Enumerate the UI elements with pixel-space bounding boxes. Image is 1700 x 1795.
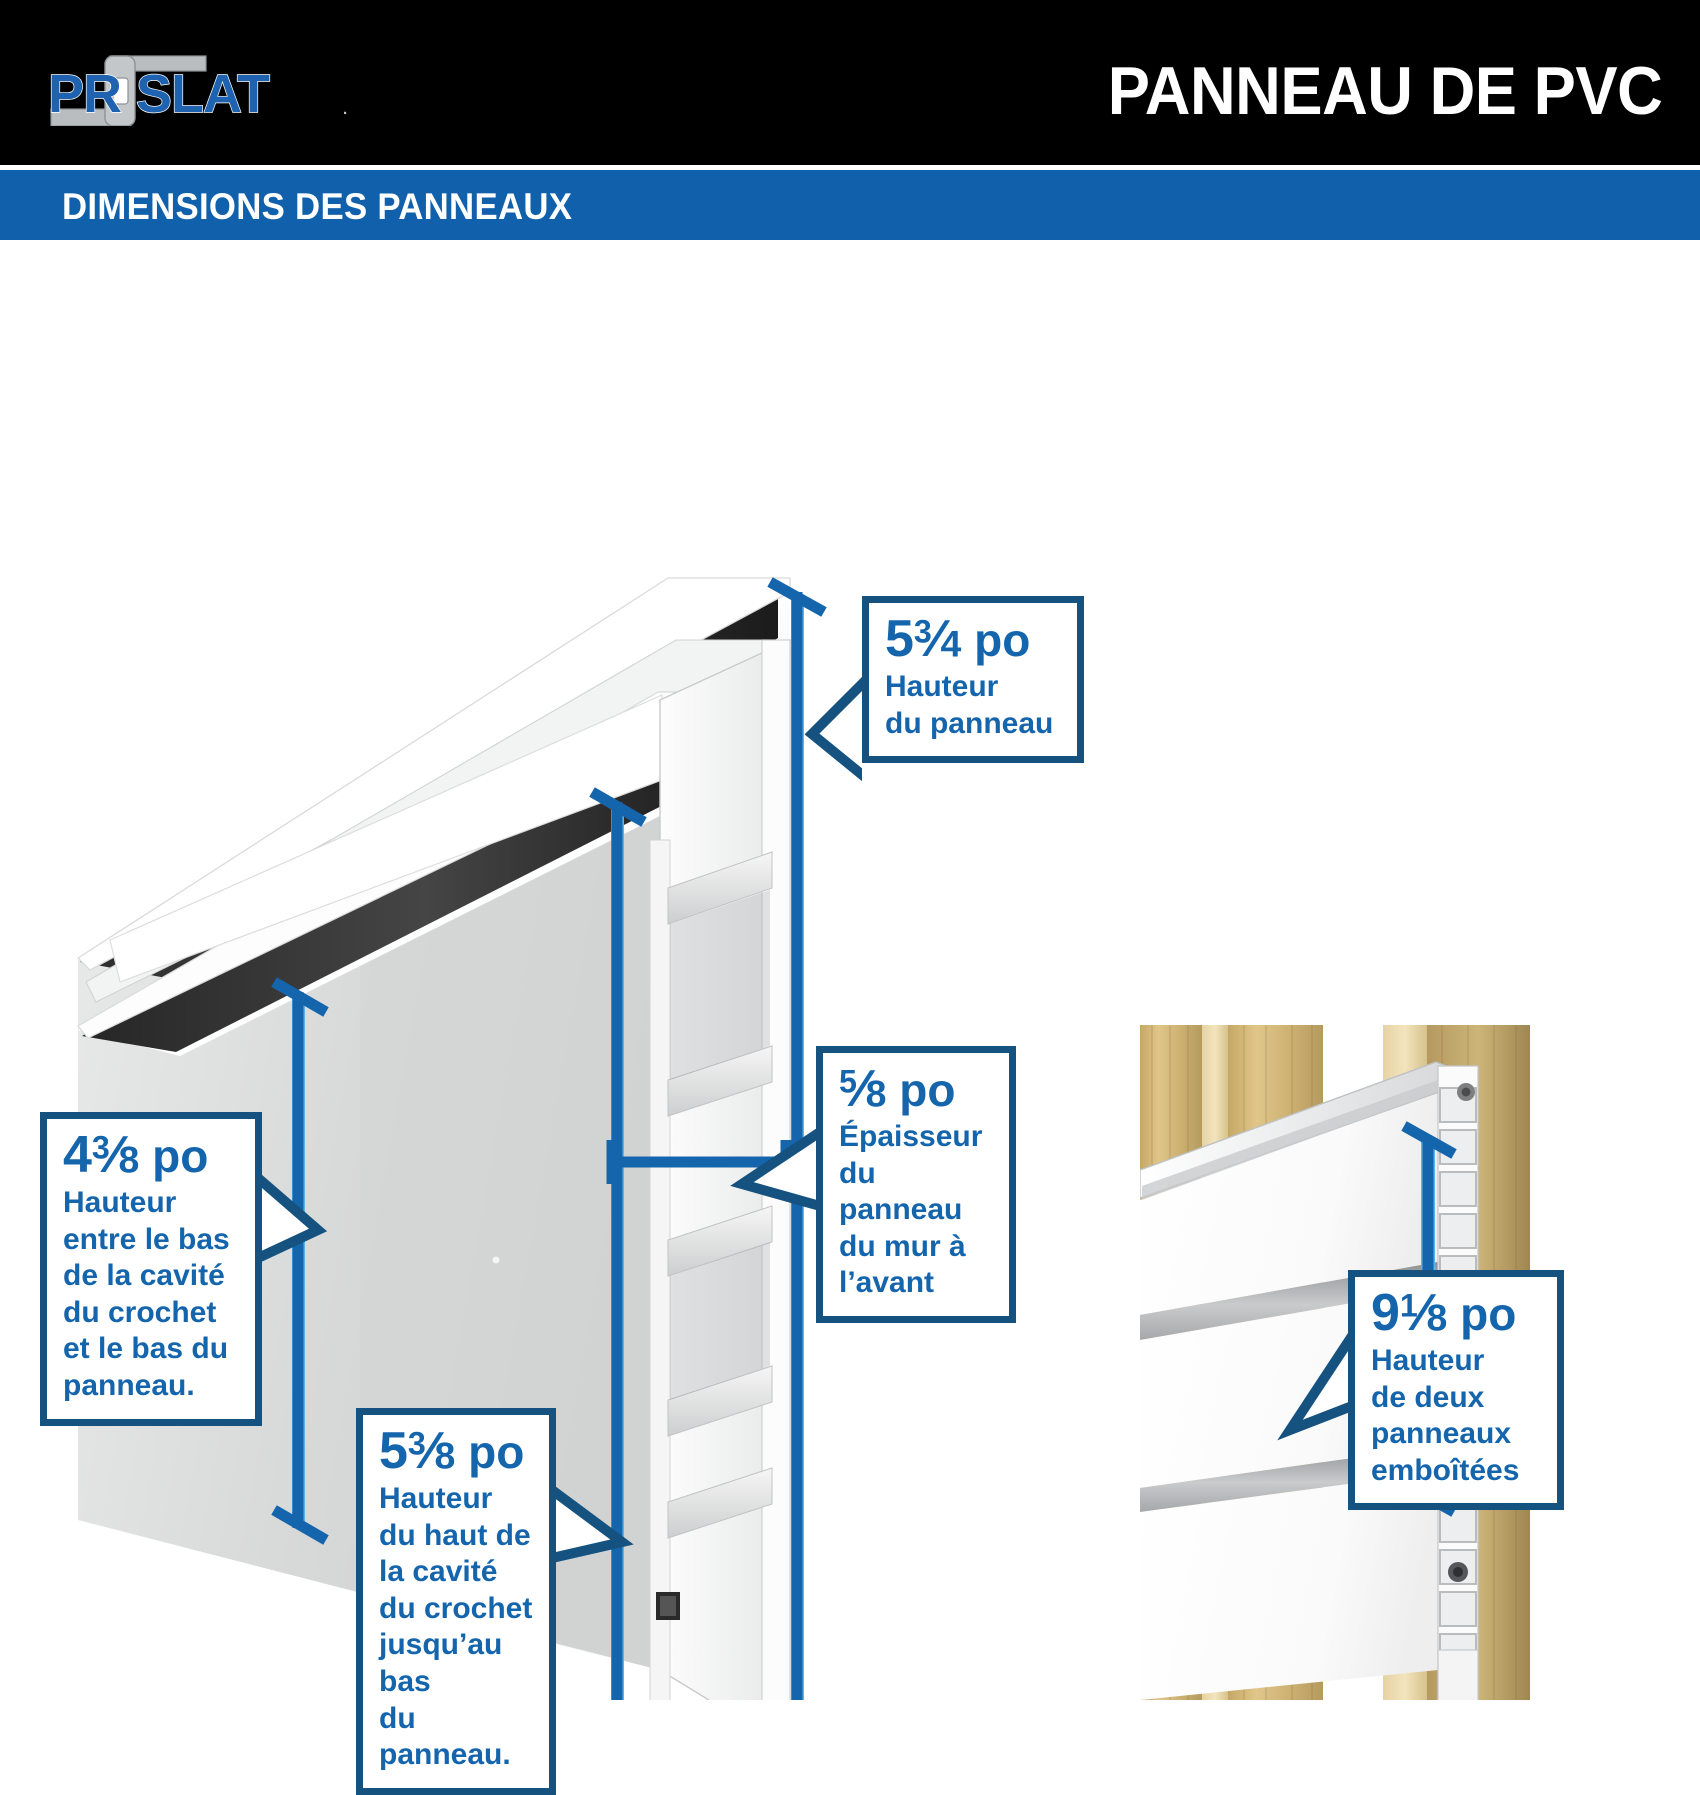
page-title: PANNEAU DE PVC	[1107, 53, 1662, 129]
value-unit: po	[1460, 1288, 1517, 1340]
callout-value-hook-cavity-top: 53⁄8 po	[379, 1425, 535, 1477]
value-unit: po	[468, 1426, 525, 1478]
value-slash: ⁄	[1417, 1284, 1427, 1342]
value-unit: po	[899, 1064, 956, 1116]
callout-value-two-panels: 91⁄8 po	[1371, 1287, 1543, 1339]
value-fraction: 3⁄8	[408, 1425, 455, 1477]
callout-value-panel-thickness: 5⁄8 po	[839, 1063, 995, 1115]
pointer-hook-top	[549, 1485, 634, 1563]
pointer-panel-height	[804, 676, 870, 782]
value-numerator: 1	[1399, 1287, 1418, 1324]
value-fraction: 3⁄4	[914, 613, 961, 665]
value-fraction: 5⁄8	[839, 1063, 886, 1115]
value-denominator: 8	[118, 1138, 140, 1181]
pointer-two-panels	[1277, 1333, 1357, 1441]
value-denominator: 8	[1426, 1296, 1448, 1339]
section-title: DIMENSIONS DES PANNEAUX	[62, 186, 573, 227]
callout-value-hook-cavity-bottom: 43⁄8 po	[63, 1129, 241, 1181]
proslat-logo: PR SLAT .	[48, 54, 378, 126]
callout-description-two-panels: Hauteur de deux panneaux emboîtées	[1371, 1344, 1520, 1487]
value-numerator: 5	[839, 1063, 857, 1100]
diagram-canvas: 53⁄4 po Hauteur du panneau 43⁄8 po Haute…	[0, 240, 1700, 1795]
value-unit: po	[152, 1130, 209, 1182]
value-fraction: 3⁄8	[92, 1129, 139, 1181]
value-denominator: 8	[434, 1434, 456, 1477]
callout-value-panel-height: 53⁄4 po	[885, 613, 1063, 665]
callout-description-panel-thickness: Épaisseur du panneau du mur à l’avant	[839, 1120, 983, 1300]
value-whole: 5	[885, 610, 914, 668]
callout-hook-cavity-top: 53⁄8 po Hauteur du haut de la cavité du …	[356, 1408, 556, 1795]
section-header-bar: DIMENSIONS DES PANNEAUX	[0, 170, 1700, 240]
extrusion-ribs	[667, 851, 773, 1539]
value-whole: 5	[379, 1422, 408, 1480]
callout-description-hook-cavity-top: Hauteur du haut de la cavité du crochet …	[379, 1482, 533, 1772]
value-slash: ⁄	[931, 610, 941, 668]
value-whole: 9	[1371, 1284, 1400, 1342]
value-numerator: 3	[407, 1425, 426, 1462]
pointer-hook-bottom	[254, 1174, 328, 1263]
value-numerator: 3	[91, 1129, 110, 1166]
svg-text:SLAT: SLAT	[136, 64, 270, 124]
proslat-logo-icon: PR SLAT .	[48, 55, 347, 126]
callout-panel-height: 53⁄4 po Hauteur du panneau	[862, 596, 1084, 764]
svg-text:.: .	[343, 101, 347, 118]
value-slash: ⁄	[425, 1422, 435, 1480]
callout-two-panels: 91⁄8 po Hauteur de deux panneaux emboîté…	[1348, 1270, 1564, 1511]
callout-description-hook-cavity-bottom: Hauteur entre le bas de la cavité du cro…	[63, 1186, 230, 1402]
value-denominator: 8	[865, 1072, 887, 1115]
value-slash: ⁄	[109, 1126, 119, 1184]
callout-hook-cavity-bottom: 43⁄8 po Hauteur entre le bas de la cavit…	[40, 1112, 262, 1426]
callout-panel-thickness: 5⁄8 po Épaisseur du panneau du mur à l’a…	[816, 1046, 1016, 1323]
value-whole: 4	[63, 1126, 92, 1184]
value-numerator: 3	[913, 613, 932, 650]
value-denominator: 4	[940, 622, 962, 665]
value-fraction: 1⁄8	[1400, 1287, 1447, 1339]
pointer-thickness	[730, 1127, 823, 1211]
svg-text:PR: PR	[48, 64, 121, 124]
page-header: PR SLAT . PANNEAU DE PVC	[0, 0, 1700, 165]
value-slash: ⁄	[856, 1060, 866, 1118]
value-unit: po	[974, 614, 1031, 666]
callout-description-panel-height: Hauteur du panneau	[885, 670, 1054, 740]
